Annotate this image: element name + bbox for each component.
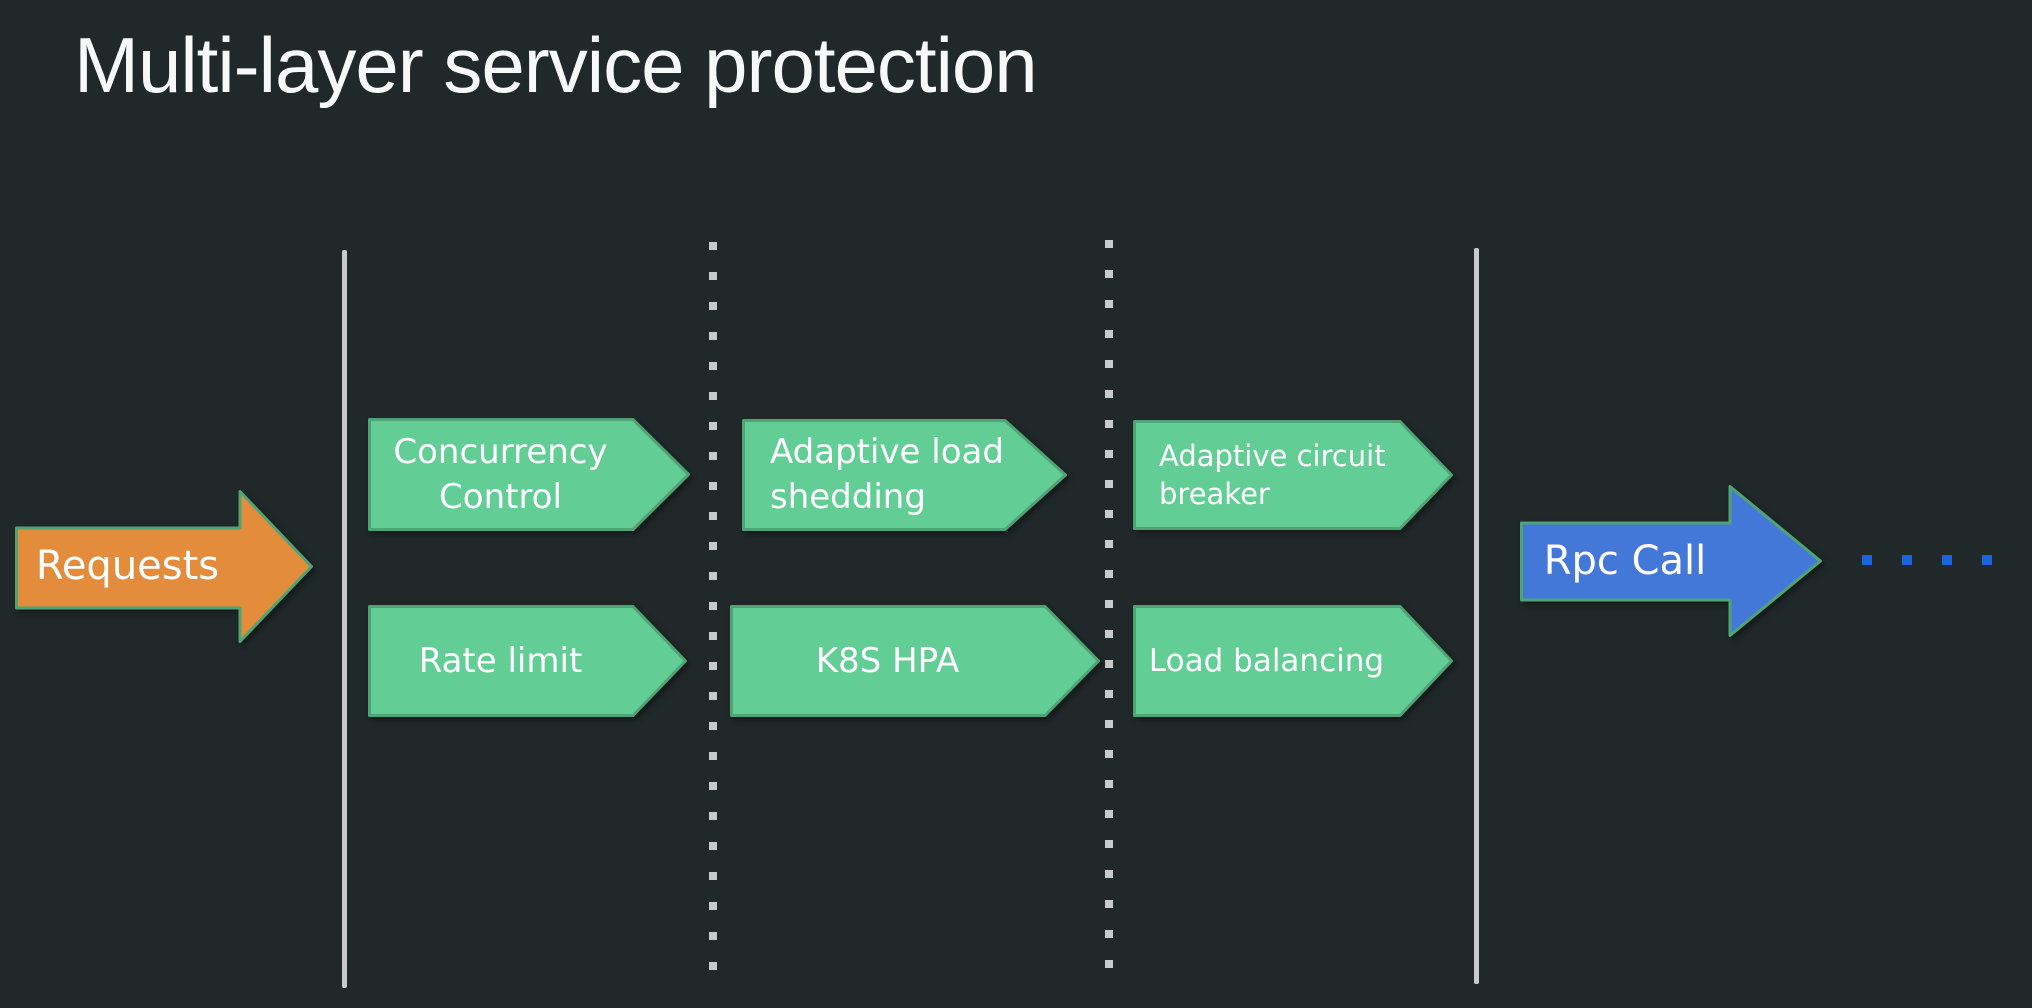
stage3-bottom-label: Load balancing xyxy=(1148,642,1385,679)
pentagon-arrow-icon xyxy=(368,605,687,717)
rpc-call-arrow: Rpc Call xyxy=(1520,485,1822,637)
stage1-top-arrow: Concurrency Control xyxy=(368,418,690,531)
divider-dotted-1 xyxy=(709,242,717,972)
slide-title: Multi-layer service protection xyxy=(74,21,1038,109)
stage2-bottom-label: K8S HPA xyxy=(815,640,960,681)
boundary-line-left xyxy=(342,250,347,988)
trail-dot xyxy=(1862,555,1872,565)
divider-dotted-2 xyxy=(1105,240,1113,970)
trail-dot xyxy=(1982,555,1992,565)
stage3-bottom-arrow: Load balancing xyxy=(1133,605,1453,717)
trail-dot xyxy=(1902,555,1912,565)
stage1-top-label: Concurrency Control xyxy=(393,431,608,517)
stage2-top-label: Adaptive load shedding xyxy=(770,432,1004,517)
trail-dot xyxy=(1942,555,1952,565)
stage2-bottom-arrow: K8S HPA xyxy=(730,605,1100,717)
boundary-line-right xyxy=(1474,248,1479,984)
stage1-bottom-label: Rate limit xyxy=(418,640,583,681)
rpc-dotted-trail xyxy=(1862,555,1992,565)
right-arrow-icon xyxy=(1520,485,1822,637)
stage3-top-label: Adaptive circuit breaker xyxy=(1159,438,1386,511)
pentagon-arrow-icon xyxy=(1133,605,1453,717)
requests-arrow-label: Requests xyxy=(35,543,220,590)
pentagon-arrow-icon xyxy=(742,419,1067,531)
stage2-top-arrow: Adaptive load shedding xyxy=(742,419,1067,531)
pentagon-arrow-icon xyxy=(1133,420,1453,530)
rpc-call-arrow-label: Rpc Call xyxy=(1543,537,1707,584)
stage1-bottom-arrow: Rate limit xyxy=(368,605,687,717)
pentagon-arrow-icon xyxy=(368,418,690,531)
stage3-top-arrow: Adaptive circuit breaker xyxy=(1133,420,1453,530)
requests-arrow: Requests xyxy=(15,490,313,643)
pentagon-arrow-icon xyxy=(730,605,1100,717)
right-arrow-icon xyxy=(15,490,313,643)
